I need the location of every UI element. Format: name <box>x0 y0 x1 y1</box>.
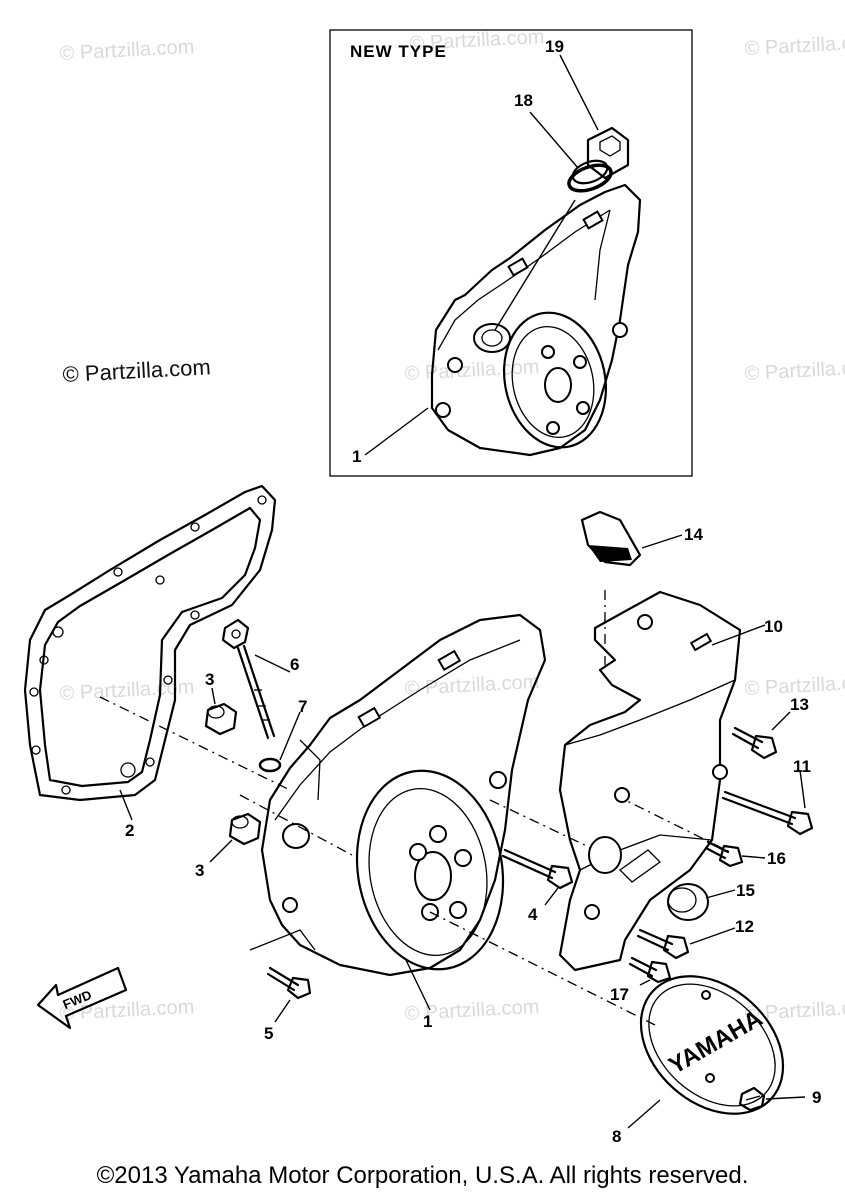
watermark: © Partzilla.com <box>59 36 195 65</box>
callout-18: 18 <box>514 91 533 110</box>
callout-12: 12 <box>735 917 754 936</box>
yamaha-point-cover: YAMAHA <box>639 975 785 1115</box>
watermark: © Partzilla.com <box>404 356 540 385</box>
callout-15: 15 <box>736 881 755 900</box>
screw-17 <box>628 956 672 984</box>
o-ring-icon <box>567 163 613 193</box>
outer-cover-panel <box>558 590 742 972</box>
inset-title: NEW TYPE <box>350 42 447 61</box>
callout-4: 4 <box>528 905 538 924</box>
watermark: © Partzilla.com <box>744 356 845 385</box>
callout-14: 14 <box>684 525 703 544</box>
screw-9 <box>738 1086 766 1112</box>
copyright-notice: ©2013 Yamaha Motor Corporation, U.S.A. A… <box>96 1162 749 1189</box>
inset-oil-filler-plug <box>567 126 630 193</box>
screw-16 <box>704 840 744 868</box>
callout-2: 2 <box>125 821 134 840</box>
oil-level-gauge <box>221 618 276 740</box>
callout-6: 6 <box>290 655 299 674</box>
screw-12 <box>636 928 690 960</box>
callout-8: 8 <box>612 1127 621 1146</box>
callout-10: 10 <box>764 617 783 636</box>
callout-1: 1 <box>352 447 361 466</box>
callout-17: 17 <box>610 985 629 1004</box>
callout-9: 9 <box>812 1088 821 1107</box>
callout-13: 13 <box>790 695 809 714</box>
watermark-dark: © Partzilla.com <box>62 354 211 387</box>
dowel-pin-upper <box>204 702 238 736</box>
inset-new-type: NEW TYPE <box>329 29 693 477</box>
grommet-icon <box>258 757 282 773</box>
exploded-parts-diagram: © Partzilla.com © Partzilla.com © Partzi… <box>23 26 845 1146</box>
callout-7: 7 <box>298 697 307 716</box>
cable-holder <box>580 510 642 567</box>
callout-1-main: 1 <box>423 1012 432 1031</box>
callout-16: 16 <box>767 849 786 868</box>
screw-4 <box>501 848 574 890</box>
callout-3-upper: 3 <box>205 670 214 689</box>
watermark: © Partzilla.com <box>744 31 845 60</box>
callout-11: 11 <box>793 757 811 776</box>
watermarks: © Partzilla.com © Partzilla.com © Partzi… <box>59 26 845 1025</box>
screw-11 <box>721 790 814 836</box>
inset-crankcase-cover <box>430 183 642 457</box>
gasket <box>23 484 277 802</box>
yamaha-logo: YAMAHA <box>664 1005 767 1080</box>
callout-5: 5 <box>264 1024 273 1043</box>
watermark: © Partzilla.com <box>404 671 540 700</box>
callout-3-lower: 3 <box>195 861 204 880</box>
screw-13 <box>731 726 778 760</box>
cap-plug <box>667 883 709 921</box>
inset-frame <box>329 29 693 477</box>
dowel-pin-lower <box>228 812 262 846</box>
callout-19: 19 <box>545 37 564 56</box>
screw-5 <box>266 966 312 1000</box>
crankcase-cover <box>260 613 547 977</box>
